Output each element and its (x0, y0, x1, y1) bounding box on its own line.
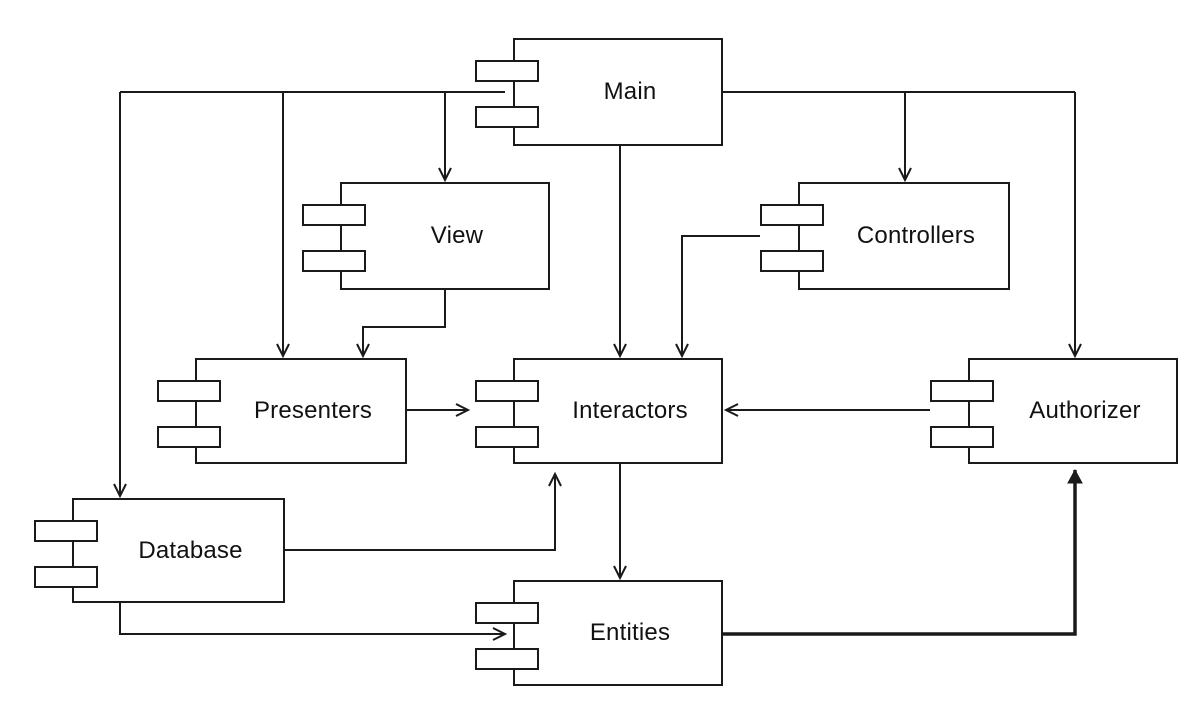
component-port-icon (34, 566, 98, 588)
component-label: Interactors (572, 397, 688, 424)
component-port-icon (475, 106, 539, 128)
component-entities[interactable]: Entities (475, 580, 723, 686)
component-port-icon (475, 602, 539, 624)
component-interactors[interactable]: Interactors (475, 358, 723, 464)
component-label: Controllers (856, 222, 976, 249)
component-database[interactable]: Database (34, 498, 285, 603)
edge-entities-to-authorizer (723, 468, 1083, 636)
component-port-icon (475, 648, 539, 670)
component-port-icon (760, 204, 824, 226)
edge-database-to-interactors (285, 471, 562, 551)
component-label: Entities (589, 619, 671, 646)
component-label: Database (138, 536, 243, 564)
component-port-icon (302, 250, 366, 272)
component-port-icon (157, 426, 221, 448)
edge-controllers-to-interactors (675, 235, 760, 359)
edge-database-to-entities (119, 603, 508, 641)
edge-view-to-presenters (356, 290, 446, 359)
component-port-icon (475, 60, 539, 82)
component-view[interactable]: View (302, 182, 550, 290)
component-port-icon (157, 380, 221, 402)
component-controllers[interactable]: Controllers (760, 182, 1010, 290)
component-presenters[interactable]: Presenters (157, 358, 407, 464)
component-main[interactable]: Main (475, 38, 723, 146)
component-port-icon (475, 426, 539, 448)
component-label: Authorizer (1029, 397, 1141, 424)
component-port-icon (475, 380, 539, 402)
component-label: View (430, 222, 484, 249)
component-label: Presenters (253, 397, 373, 424)
component-port-icon (930, 380, 994, 402)
component-port-icon (302, 204, 366, 226)
component-label: Main (603, 78, 657, 105)
component-port-icon (760, 250, 824, 272)
component-port-icon (34, 520, 98, 542)
component-authorizer[interactable]: Authorizer (930, 358, 1178, 464)
component-port-icon (930, 426, 994, 448)
